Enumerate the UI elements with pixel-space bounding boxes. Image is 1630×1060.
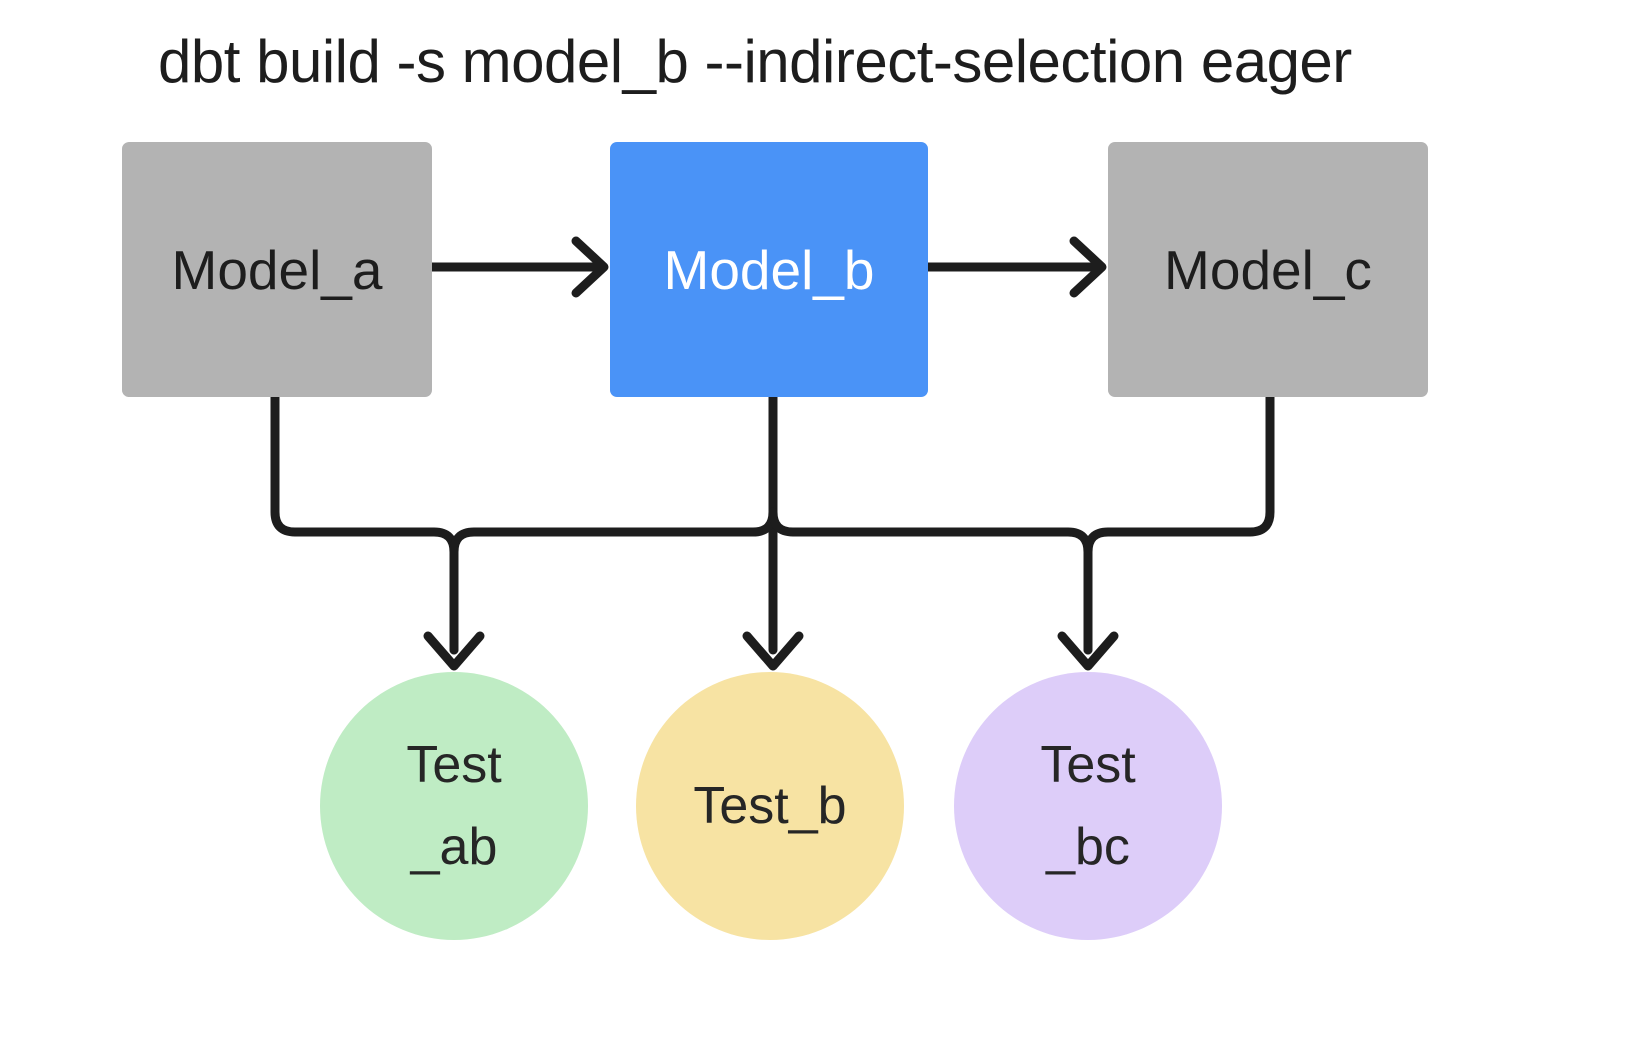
diagram-title: dbt build -s model_b --indirect-selectio… — [158, 28, 1352, 95]
edge-model-a-to-test-ab — [270, 392, 459, 655]
test-node-test-b[interactable]: Test_b — [636, 672, 904, 940]
test-node-test-ab[interactable]: Test _ab — [320, 672, 588, 940]
edge-arrowhead-test-b — [742, 631, 804, 671]
test-node-label: Test _ab — [406, 736, 502, 876]
edge-arrowhead-test-bc — [1057, 631, 1119, 671]
test-node-label: Test _bc — [1040, 736, 1136, 876]
model-node-model-a[interactable]: Model_a — [122, 142, 432, 397]
edge-model-b-to-test-bc — [768, 507, 1093, 655]
model-node-model-b[interactable]: Model_b — [610, 142, 928, 397]
model-node-label: Model_b — [663, 238, 875, 301]
edge-arrowhead-test-ab — [423, 631, 485, 671]
edge-model-a-to-model-b-arrowhead — [571, 236, 609, 298]
model-node-label: Model_c — [1164, 238, 1372, 301]
test-node-test-bc[interactable]: Test _bc — [954, 672, 1222, 940]
model-node-model-c[interactable]: Model_c — [1108, 142, 1428, 397]
edge-model-c-to-test-bc — [1083, 392, 1275, 655]
edge-model-b-to-test-ab — [449, 507, 778, 655]
test-node-label: Test_b — [693, 777, 847, 835]
model-node-label: Model_a — [171, 238, 383, 301]
edge-model-b-to-model-c-arrowhead — [1069, 236, 1107, 298]
